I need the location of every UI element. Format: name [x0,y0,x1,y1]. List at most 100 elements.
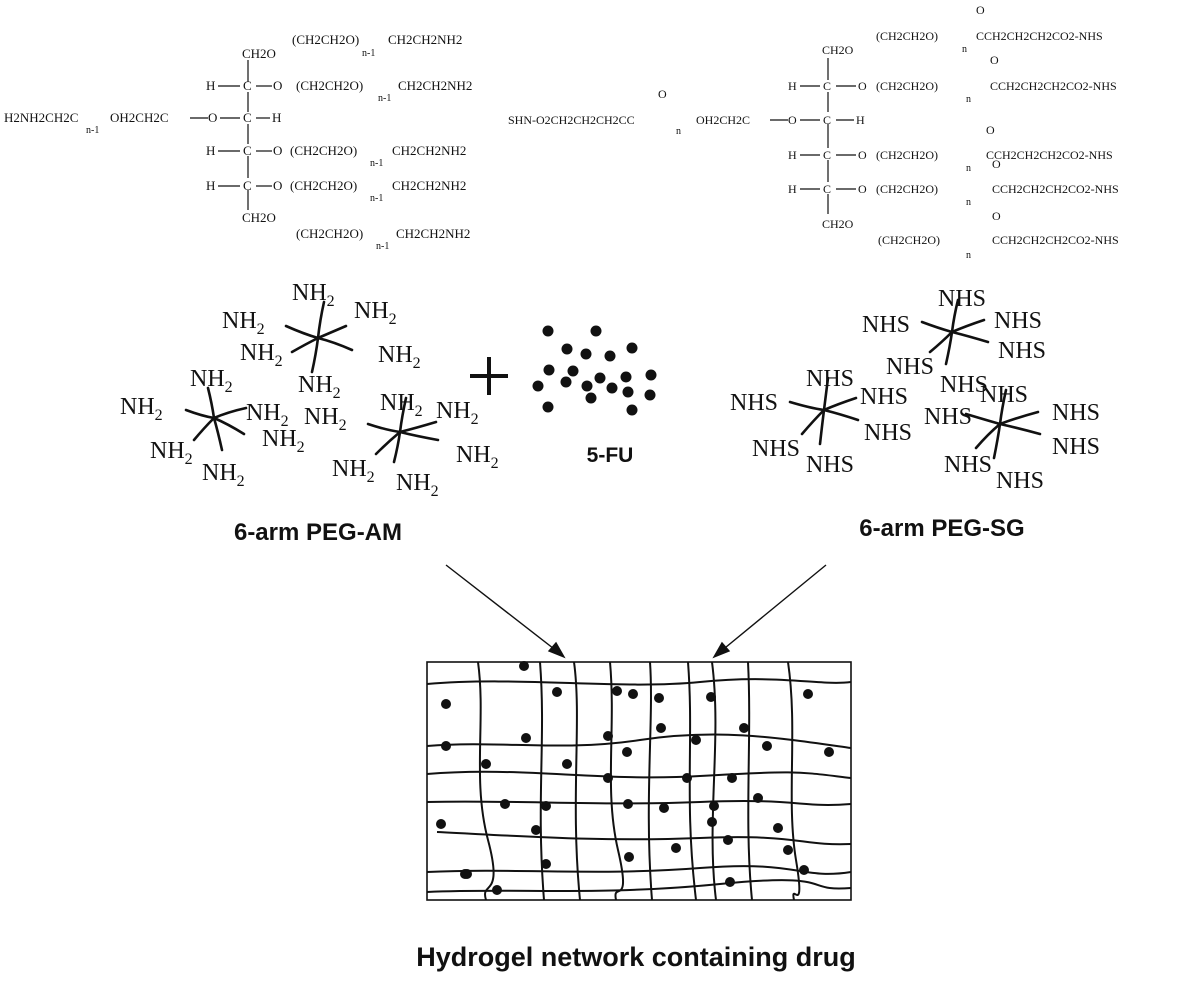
drug-particle [541,859,551,869]
polymer-arm [316,324,348,340]
drug-particle [624,852,634,862]
nhs-group: NHS [886,354,934,380]
am-o-3: O [273,143,282,158]
drug-particle [753,793,763,803]
drug-particle [481,759,491,769]
network-strand [436,831,852,846]
am-arm2-sub: n-1 [378,93,391,104]
drug-particle [727,773,737,783]
drug-particle [654,693,664,703]
polymer-arm [788,400,826,412]
sg-h-center: H [856,113,865,127]
network-strand [426,678,852,686]
nhs-group: NHS [752,436,800,462]
polymer-arm [212,406,248,420]
sg-arm4-sub: n [966,197,971,208]
polymer-arm [316,336,354,352]
nhs-group: NHS [998,338,1046,364]
network-strand [426,879,852,893]
drug-particle [519,661,529,671]
sg-arm2-co: O [990,53,999,67]
peg-am-star-polymers [184,300,440,464]
sg-arm4-repeat: (CH2CH2O) [876,182,938,196]
drug-particle [682,773,692,783]
sg-left-co: O [658,87,667,101]
drug-particle [542,401,554,413]
nhs-group: NHS [996,468,1044,494]
am-arm2-repeat: (CH2CH2O) [296,78,363,93]
network-strand [647,661,653,901]
am-o-4: O [273,178,282,193]
drug-particle [543,364,555,376]
network-strand [787,661,801,901]
amine-group: NH2 [292,280,335,310]
drug-particle [773,823,783,833]
am-c-4: C [243,178,252,193]
5-fu-drug-particles [532,325,657,416]
drug-label: 5-FU [587,444,634,467]
am-c-1: C [243,78,252,93]
sg-h-4: H [788,182,797,196]
am-h-1: H [206,78,215,93]
amine-group: NH2 [150,438,193,468]
network-strand [711,661,717,901]
drug-particle [500,799,510,809]
polymer-arm [944,330,954,366]
drug-particle [739,723,749,733]
drug-particle [606,382,618,394]
drug-particle [762,741,772,751]
amine-group: NH2 [202,460,245,490]
am-arm4-repeat: (CH2CH2O) [290,178,357,193]
drug-particle [723,835,733,845]
arrow-right-head [712,641,731,659]
polymer-arm [392,430,402,464]
am-arm1-sub: n-1 [362,48,375,59]
drug-particle [612,686,622,696]
sg-arm1-sub: n [962,44,967,55]
drug-particle [460,869,470,879]
drug-particle [567,365,579,377]
amine-group: NH2 [246,400,289,430]
amine-group: NH2 [380,390,423,420]
sg-arm4-co: O [992,157,1001,171]
drug-particle [581,380,593,392]
nhs-group: NHS [924,404,972,430]
drug-particle [441,699,451,709]
polymer-arm [366,422,402,434]
reaction-arrows [445,564,827,659]
drug-particle [706,692,716,702]
hydrogel-network [426,661,852,901]
sg-left-chain: SHN-O2CH2CH2CH2CC [508,113,635,127]
nhs-group: NHS [980,382,1028,408]
drug-particle [552,687,562,697]
peg-sg-text: CH2O (CH2CH2O) n O CCH2CH2CH2CO2-NHS H C… [508,3,1119,261]
am-c-center: C [243,110,252,125]
sg-c-4: C [823,182,831,196]
amine-group: NH2 [298,372,341,402]
drug-particle [644,389,656,401]
polymer-arm [818,408,826,446]
polymer-arm [398,396,408,434]
polymer-arm [964,412,1002,426]
sg-left-sub: n [676,126,681,137]
sg-arm3-sub: n [966,163,971,174]
drug-particle [691,735,701,745]
amine-group: NH2 [222,308,265,338]
nhs-group: NHS [938,286,986,312]
drug-particle [532,380,544,392]
am-arm2-end: CH2CH2NH2 [398,78,472,93]
sg-arm5-repeat: (CH2CH2O) [878,233,940,247]
am-arm5-end: CH2CH2NH2 [396,226,470,241]
sg-ch2o-top: CH2O [822,43,854,57]
polymer-arm [822,408,860,422]
nhs-group: NHS [994,308,1042,334]
amine-group: NH2 [378,342,421,372]
am-arm5-repeat: (CH2CH2O) [296,226,363,241]
drug-particle [803,689,813,699]
polymer-arm [206,386,216,420]
drug-particle [604,350,616,362]
sg-o-4: O [858,182,867,196]
